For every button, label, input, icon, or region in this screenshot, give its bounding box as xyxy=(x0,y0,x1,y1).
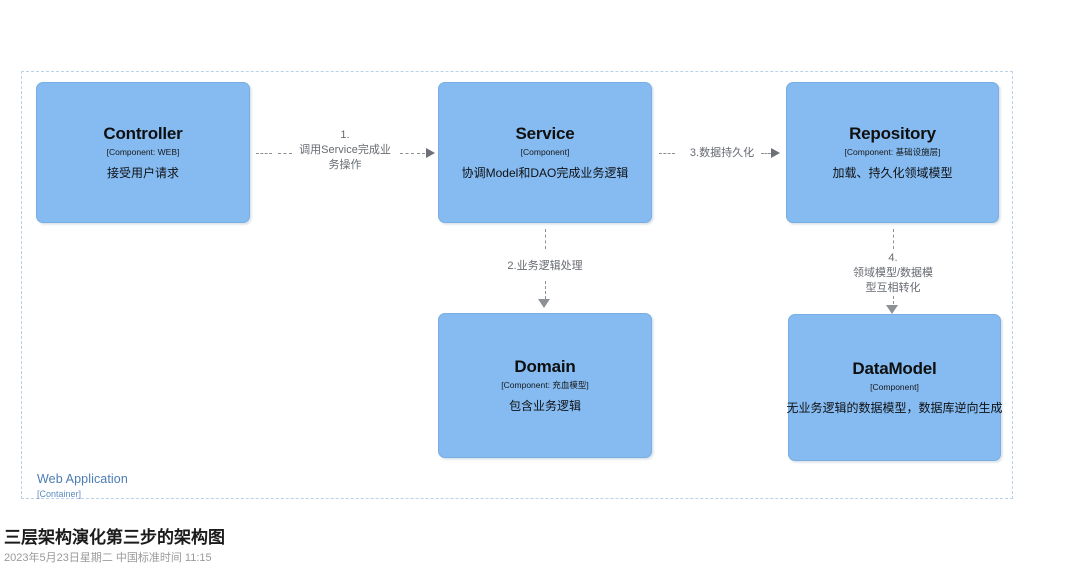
node-domain-description: 包含业务逻辑 xyxy=(508,398,581,413)
connector-label-3: 3.数据持久化 xyxy=(689,147,755,159)
connector-controller-service-line xyxy=(256,153,272,154)
arrow-right-icon xyxy=(771,148,780,158)
connector-controller-service-line xyxy=(278,153,292,154)
node-service-title: Service xyxy=(515,123,575,143)
arrow-down-icon xyxy=(886,305,898,314)
container-name: Web Application xyxy=(37,472,128,486)
node-datamodel[interactable]: DataModel [Component] 无业务逻辑的数据模型，数据库逆向生成 xyxy=(786,314,1003,461)
node-repository-description: 加载、持久化领域模型 xyxy=(832,165,953,180)
node-controller-type: [Component: WEB] xyxy=(106,147,180,158)
arrow-right-icon xyxy=(426,148,435,158)
connector-service-repository-line xyxy=(761,153,771,154)
node-datamodel-description: 无业务逻辑的数据模型，数据库逆向生成 xyxy=(786,400,1003,415)
node-service-description: 协调Model和DAO完成业务逻辑 xyxy=(461,165,629,180)
node-repository-type: [Component: 基础设施层] xyxy=(844,147,941,158)
connector-label-2: 2.业务逻辑处理 xyxy=(507,260,583,272)
connector-service-domain-line xyxy=(545,281,546,299)
caption: 三层架构演化第三步的架构图 2023年5月23日星期二 中国标准时间 11:15 xyxy=(4,527,225,566)
node-datamodel-title: DataModel xyxy=(852,358,937,378)
node-controller-title: Controller xyxy=(103,123,183,143)
connector-controller-service-line xyxy=(417,153,425,154)
node-service-type: [Component] xyxy=(520,147,570,158)
connector-label-4: 4. 领域模型/数据模 型互相转化 xyxy=(852,252,934,294)
arrow-down-icon xyxy=(538,299,550,308)
node-controller[interactable]: Controller [Component: WEB] 接受用户请求 xyxy=(36,82,250,223)
node-service[interactable]: Service [Component] 协调Model和DAO完成业务逻辑 xyxy=(438,82,652,223)
caption-title: 三层架构演化第三步的架构图 xyxy=(4,528,225,547)
node-repository-title: Repository xyxy=(849,123,936,143)
connector-service-domain-line xyxy=(545,229,546,249)
container-type: [Container] xyxy=(37,488,82,499)
node-domain[interactable]: Domain [Component: 充血模型] 包含业务逻辑 xyxy=(438,313,652,458)
node-domain-type: [Component: 充血模型] xyxy=(501,380,589,391)
node-datamodel-type: [Component] xyxy=(870,382,919,393)
web-application-container xyxy=(21,71,1013,499)
connector-service-repository-line xyxy=(659,153,675,154)
node-controller-description: 接受用户请求 xyxy=(106,165,179,180)
connector-repository-datamodel-line xyxy=(893,296,894,304)
node-domain-title: Domain xyxy=(514,356,576,376)
connector-controller-service-line xyxy=(400,153,414,154)
connector-label-1: 1. 调用Service完成业 务操作 xyxy=(299,129,391,171)
caption-subtitle: 2023年5月23日星期二 中国标准时间 11:15 xyxy=(4,552,212,565)
node-repository[interactable]: Repository [Component: 基础设施层] 加载、持久化领域模型 xyxy=(786,82,999,223)
connector-repository-datamodel-line xyxy=(893,229,894,249)
container-label: Web Application [Container] xyxy=(37,472,128,500)
